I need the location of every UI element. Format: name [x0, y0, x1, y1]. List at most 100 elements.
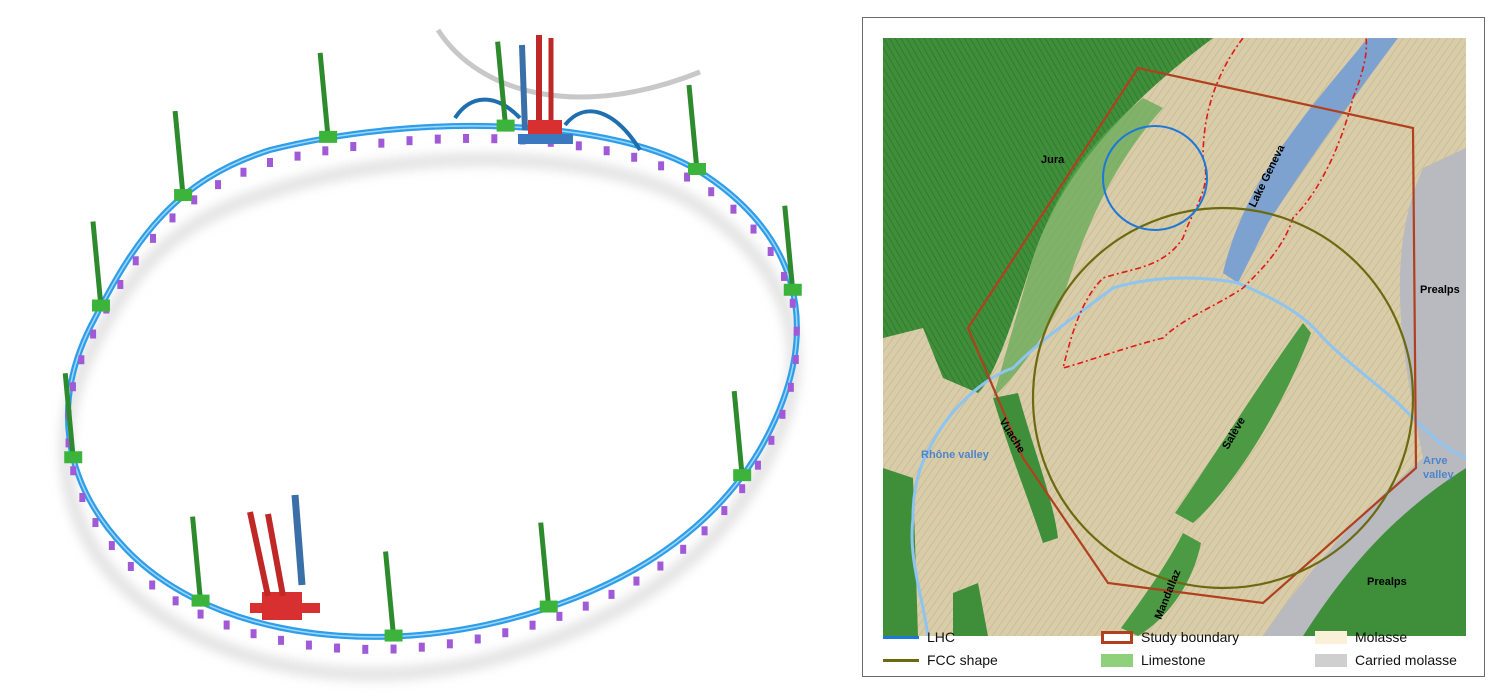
- legend-carried-molasse-label: Carried molasse: [1355, 652, 1457, 668]
- access-shaft: [731, 390, 752, 482]
- alcove-marker: [491, 134, 498, 144]
- alcove-marker: [434, 134, 441, 144]
- fcc-swatch: [883, 658, 919, 662]
- experiment-cavern-top: [518, 35, 573, 144]
- legend-lhc: LHC: [883, 628, 955, 646]
- alcove-marker: [132, 256, 139, 266]
- label-prealps-south: Prealps: [1367, 576, 1407, 588]
- alcove-marker: [754, 460, 761, 470]
- alcove-marker: [223, 620, 230, 630]
- alcove-marker: [267, 158, 273, 167]
- alcove-marker: [406, 136, 413, 146]
- alcove-marker: [69, 382, 76, 392]
- alcove-marker: [603, 146, 610, 156]
- alcove-marker: [789, 298, 796, 308]
- alcove-marker: [684, 172, 691, 182]
- legend-fcc-label: FCC shape: [927, 652, 998, 668]
- arve-river: [1237, 281, 1466, 460]
- alcove-marker: [768, 435, 775, 445]
- experiment-cavern-bottom: [247, 494, 320, 620]
- alcove-marker: [631, 152, 638, 162]
- alcove-marker: [92, 518, 99, 528]
- geology-map: Jura Lake Geneva Prealps Prealps Rhône v…: [883, 38, 1466, 636]
- alcove-marker: [362, 644, 369, 654]
- rhone-river: [910, 276, 1239, 636]
- alcove-marker: [240, 167, 247, 177]
- alcove-marker: [90, 329, 97, 339]
- alcove-marker: [378, 138, 385, 148]
- alcove-marker: [708, 187, 715, 197]
- alcove-marker: [127, 561, 134, 571]
- alcove-marker: [191, 195, 198, 205]
- legend-study-boundary-label: Study boundary: [1141, 629, 1240, 645]
- alcove-marker: [446, 639, 453, 649]
- alcove-marker: [792, 354, 799, 364]
- alcove-marker: [779, 409, 786, 419]
- access-shaft: [190, 516, 210, 607]
- label-arve-2: valley: [1423, 469, 1454, 481]
- legend-carried-molasse: Carried molasse: [1315, 651, 1457, 669]
- jura-limestone-inner: [993, 98, 1163, 398]
- alcove-marker: [250, 629, 257, 639]
- injection-arc: [435, 28, 701, 100]
- lhc-ring: [1102, 125, 1208, 231]
- ring-shadow: [61, 154, 800, 680]
- alcove-marker: [172, 596, 179, 606]
- label-jura: Jura: [1041, 154, 1065, 166]
- prealps-south: [1303, 468, 1466, 636]
- alcove-marker: [793, 326, 800, 336]
- national-border: [1061, 38, 1368, 370]
- legend-fcc: FCC shape: [883, 651, 998, 669]
- legend-study-boundary: Study boundary: [1101, 628, 1239, 646]
- alcove-marker: [780, 271, 787, 281]
- access-shaft: [383, 551, 403, 642]
- alcove-marker: [608, 589, 615, 599]
- legend-limestone-label: Limestone: [1141, 652, 1206, 668]
- alcove-marker: [334, 643, 341, 653]
- access-shaft: [538, 522, 558, 613]
- alcove-marker: [633, 576, 640, 586]
- alcove-marker: [350, 142, 357, 152]
- alcove-marker: [575, 141, 582, 151]
- access-shaft: [686, 84, 706, 175]
- lhc-swatch: [883, 635, 919, 639]
- transfer-lines: [453, 97, 642, 152]
- legend-molasse-label: Molasse: [1355, 629, 1408, 645]
- access-shaft: [62, 373, 83, 464]
- alcove-marker: [278, 635, 285, 645]
- alcove-marker: [767, 247, 774, 257]
- label-arve-1: Arve: [1423, 455, 1447, 467]
- alcove-marker: [701, 526, 708, 536]
- alcove-marker: [739, 484, 746, 494]
- alcove-marker: [197, 609, 204, 619]
- alcove-marker: [730, 204, 737, 214]
- alcove-marker: [582, 601, 589, 611]
- alcove-marker: [322, 146, 329, 156]
- alcove-marker: [750, 224, 757, 234]
- access-shaft: [317, 52, 338, 143]
- geology-map-panel: Jura Lake Geneva Prealps Prealps Rhône v…: [862, 17, 1485, 677]
- alcove-marker: [529, 620, 536, 630]
- access-shaft: [782, 205, 802, 296]
- access-shaft: [172, 110, 193, 202]
- legend-lhc-label: LHC: [927, 629, 956, 645]
- alcove-marker: [78, 355, 85, 365]
- alcove-marker: [169, 213, 176, 223]
- alcove-marker: [463, 133, 470, 143]
- alcove-marker: [657, 561, 664, 571]
- fcc-tunnel-3d-illustration: [61, 28, 802, 680]
- legend-molasse: Molasse: [1315, 628, 1407, 646]
- molasse-swatch: [1315, 630, 1347, 644]
- alcove-marker: [65, 438, 72, 448]
- alcove-marker: [79, 492, 86, 502]
- alcove-marker: [680, 544, 687, 554]
- jura-limestone: [883, 38, 1213, 393]
- legend-limestone: Limestone: [1101, 651, 1206, 669]
- map-legend: LHC FCC shape Study boundary Limestone M…: [863, 624, 1486, 678]
- access-shaft: [495, 41, 515, 132]
- access-shafts: [62, 41, 802, 642]
- lake-geneva: [1223, 38, 1398, 283]
- limestone-swatch: [1101, 653, 1133, 667]
- label-rhone-valley: Rhône valley: [921, 449, 990, 461]
- label-prealps-east: Prealps: [1420, 284, 1460, 296]
